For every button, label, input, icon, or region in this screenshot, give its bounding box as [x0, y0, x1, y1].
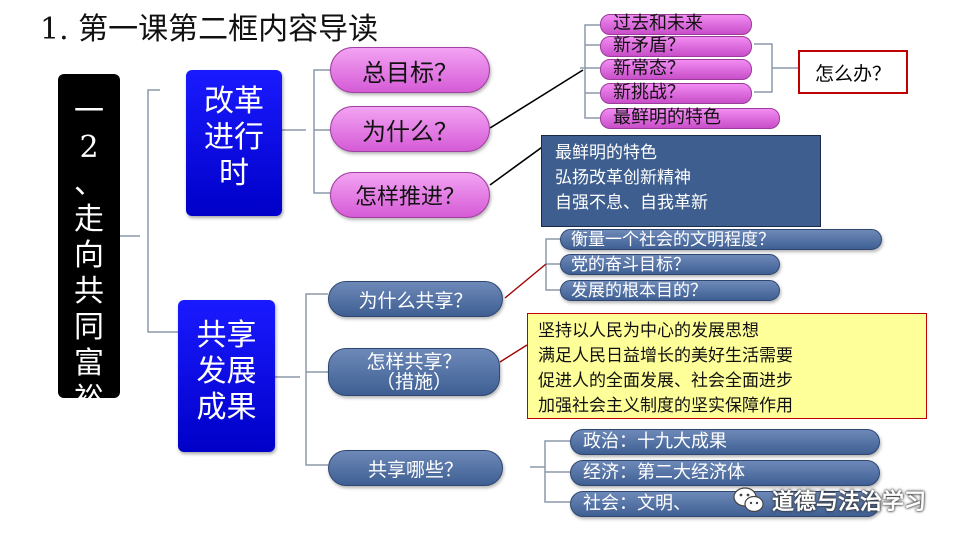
why-share-bracket — [545, 238, 560, 291]
why-items-bracket — [580, 24, 600, 119]
answer-line: 最鲜明的特色 — [555, 143, 657, 163]
root-char: 裕 — [74, 382, 104, 417]
why-answer-bracket — [754, 43, 798, 93]
node-line: （措施） — [375, 371, 452, 393]
why-share-item: 衡量一个社会的文明程度？ — [560, 229, 882, 250]
what-share-bracket — [530, 440, 570, 503]
why-item: 最鲜明的特色 — [600, 108, 780, 129]
node-how-advance: 怎样推进？ — [330, 172, 490, 218]
what-share-item: 社会：文明、 — [570, 491, 880, 517]
why-pointer — [489, 69, 584, 129]
why-item: 过去和未来 — [600, 14, 752, 35]
node-line: 怎样共享？ — [366, 351, 462, 373]
root-bracket — [120, 89, 178, 333]
answer-line: 弘扬改革创新精神 — [555, 168, 691, 188]
how-share-pointer — [499, 344, 528, 363]
measure-line: 满足人民日益增长的美好生活需要 — [538, 346, 793, 366]
root-char: 同 — [74, 310, 104, 345]
root-char: 富 — [74, 346, 104, 381]
why-share-item: 党的奋斗目标？ — [560, 254, 780, 275]
page-title: 1. 第一课第二框内容导读 — [40, 12, 379, 47]
measure-line: 促进人的全面发展、社会全面进步 — [538, 371, 793, 391]
how-advance-answer-box: 最鲜明的特色 弘扬改革创新精神 自强不息、自我革新 — [541, 135, 821, 227]
how-pointer — [489, 144, 546, 186]
branch1-bracket — [280, 69, 330, 194]
answer-line: 自强不息、自我革新 — [555, 193, 708, 213]
measure-line: 坚持以人民为中心的发展思想 — [538, 321, 759, 341]
branch-reform-box: 改革 进行 时 — [186, 70, 282, 216]
branch2-bracket — [275, 293, 328, 466]
node-why: 为什么？ — [330, 106, 490, 152]
what-share-item: 经济：第二大经济体 — [570, 460, 880, 486]
why-share-item: 发展的根本目的？ — [560, 280, 780, 301]
node-why-share: 为什么共享？ — [328, 281, 503, 317]
root-char: 、 — [74, 166, 104, 201]
root-char: 共 — [74, 274, 104, 309]
branch-label-line: 进行 — [204, 120, 264, 155]
node-what-share: 共享哪些？ — [328, 450, 503, 486]
branch-label-line: 时 — [219, 156, 249, 191]
branch-label-line: 改革 — [204, 84, 264, 119]
watermark: 道德与法治学习 — [732, 480, 932, 520]
how-share-measures-box: 坚持以人民为中心的发展思想 满足人民日益增长的美好生活需要 促进人的全面发展、社… — [527, 313, 927, 419]
root-char: 一 — [74, 94, 104, 129]
node-how-share: 怎样共享？ （措施） — [328, 348, 500, 396]
what-share-item: 政治：十九大成果 — [570, 429, 880, 455]
why-item: 新矛盾？ — [600, 36, 752, 57]
branch-label-line: 成果 — [196, 390, 257, 425]
why-item: 新挑战？ — [600, 83, 752, 104]
measure-line: 加强社会主义制度的坚实保障作用 — [538, 396, 793, 416]
why-item: 新常态？ — [600, 59, 752, 80]
watermark-text: 道德与法治学习 — [772, 489, 927, 515]
node-overall-goal: 总目标？ — [330, 47, 490, 93]
branch-label-line: 共享 — [196, 318, 257, 353]
root-topic-box: 一 2 、 走 向 共 同 富 裕 — [58, 74, 120, 417]
why-share-pointer — [504, 263, 547, 299]
branch-share-box: 共享 发展 成果 — [178, 300, 275, 452]
wechat-icon — [732, 485, 766, 515]
root-char: 走 — [74, 202, 104, 237]
root-char: 向 — [74, 238, 104, 273]
what-to-do-box: 怎么办？ — [798, 50, 908, 94]
root-char: 2 — [79, 130, 99, 165]
branch-label-line: 发展 — [196, 354, 257, 389]
